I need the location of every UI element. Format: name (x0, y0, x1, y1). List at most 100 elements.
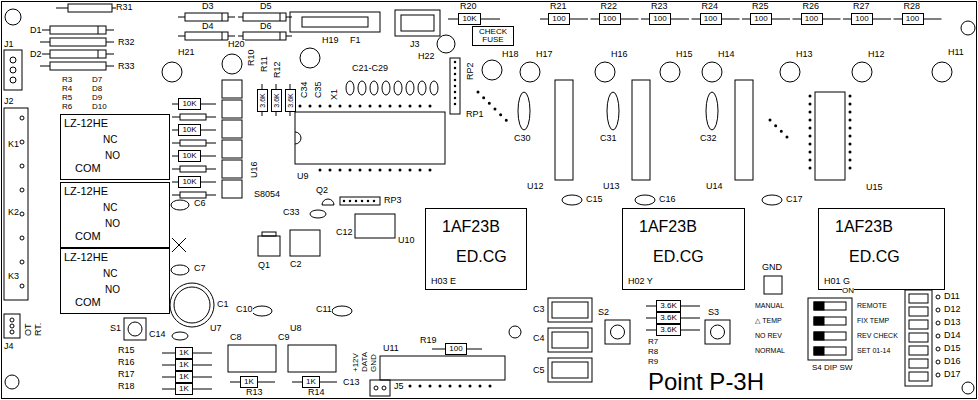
capacitor-symbol (706, 92, 718, 130)
capacitor-symbol (170, 81, 782, 382)
resistor-symbol (50, 38, 106, 46)
part-label: K1 (8, 140, 19, 149)
part-label: C17 (786, 195, 803, 204)
display-text: 1AF23B (835, 219, 893, 235)
part-label: S2 (598, 308, 609, 317)
resistor-symbol (50, 62, 106, 70)
led-bar (909, 359, 928, 368)
node-text: 100 (805, 15, 818, 23)
node-text: 1K (179, 385, 189, 393)
ic-symbol (222, 160, 242, 178)
node-text: NO (105, 285, 120, 295)
node-text: 10K (182, 178, 196, 186)
node-text: 100 (855, 15, 868, 23)
display-text: H02 Y (628, 277, 653, 286)
node-text: 3.6K (660, 302, 676, 310)
part-label: C30 (514, 134, 531, 143)
part-label: R8 (648, 348, 658, 356)
led-symbol (780, 62, 800, 82)
part-label: K3 (8, 272, 19, 281)
part-label: U13 (603, 182, 620, 191)
display-text: ED.CG (849, 249, 900, 265)
part-label: REV CHECK (857, 332, 898, 339)
solder-pad (320, 169, 440, 172)
display-text: H01 G (824, 277, 850, 286)
led-symbol (702, 62, 722, 82)
part-label: C34 (300, 81, 309, 98)
node-text: NC (103, 203, 117, 213)
part-label: R32 (118, 38, 135, 47)
capacitor-symbol (406, 81, 414, 95)
resistor-symbol (40, 4, 942, 389)
led-bar (936, 360, 940, 364)
part-label: S4 DIP SW (812, 364, 852, 372)
resistor-body: 1K (175, 383, 193, 395)
switch-symbol (124, 318, 146, 340)
part-label: C4 (533, 334, 545, 343)
part-label: J4 (4, 342, 14, 351)
part-label: R26 (803, 2, 820, 11)
connector-symbol (20, 260, 24, 264)
part-label: H21 (178, 48, 195, 57)
mounting-hole (5, 9, 21, 25)
part-label: R25 (752, 2, 769, 11)
connector-symbol (20, 188, 24, 192)
node-text: 100 (704, 15, 717, 23)
ic-symbol (735, 80, 753, 180)
node-text: 100 (653, 15, 666, 23)
relay-box: LZ-12HENCNOCOM (60, 248, 170, 314)
resistor-body: 1K (175, 347, 193, 359)
ic-symbol (222, 100, 242, 118)
mounting-hole (5, 9, 975, 394)
resistor-body: 1K (175, 359, 193, 371)
part-label: OT (24, 324, 33, 337)
part-label: D14 (944, 331, 961, 340)
node-text: 1K (179, 373, 189, 381)
led-bar (905, 290, 940, 386)
node-text: 100 (449, 345, 462, 353)
part-label: U9 (297, 172, 309, 181)
part-label: U16 (250, 161, 259, 178)
solder-pad (344, 200, 380, 203)
ic-symbol (290, 230, 320, 256)
part-label: R24 (702, 2, 719, 11)
resistor-body: 1K (175, 371, 193, 383)
display-text: 1AF23B (442, 219, 500, 235)
relay-box: LZ-12HENCNOCOM (60, 114, 170, 180)
diode-symbol (50, 50, 106, 58)
part-label: H13 (796, 50, 813, 59)
resistor-body: 3.6K (285, 89, 296, 112)
part-label: C31 (600, 134, 617, 143)
switch-symbol (814, 317, 846, 325)
node-text: LZ-12HE (64, 252, 108, 263)
switch-symbol (814, 317, 824, 325)
connector-symbol (20, 140, 24, 144)
ic-symbol (815, 92, 845, 180)
resistor-body: 100 (851, 13, 873, 25)
switch-symbol (814, 302, 824, 310)
capacitor-symbol (170, 283, 214, 327)
led-symbol (162, 62, 182, 82)
part-label: D7 (92, 76, 102, 84)
resistor-body: 3.6K (271, 89, 282, 112)
solder-pad (454, 62, 457, 110)
led-bar (936, 334, 940, 338)
part-label: RP2 (466, 62, 475, 80)
led-bar (936, 308, 940, 312)
display-box: 1AF23BED.CGH03 E (425, 208, 527, 290)
part-label: R10 (247, 49, 256, 66)
resistor-body: 100 (445, 343, 467, 355)
part-label: RT. (34, 323, 43, 336)
part-label: R13 (246, 388, 263, 397)
part-label: R11 (260, 56, 269, 72)
part-label: DATA (361, 352, 369, 372)
connector-symbol (4, 108, 28, 300)
ic-symbol (322, 199, 334, 205)
capacitor-symbol (394, 81, 402, 95)
part-label: S8054 (254, 190, 280, 199)
resistor-body: 100 (649, 13, 671, 25)
part-label: MANUAL (755, 302, 784, 309)
node-text: COM (75, 231, 101, 242)
mounting-hole (509, 326, 521, 338)
part-label: D17 (944, 370, 961, 379)
